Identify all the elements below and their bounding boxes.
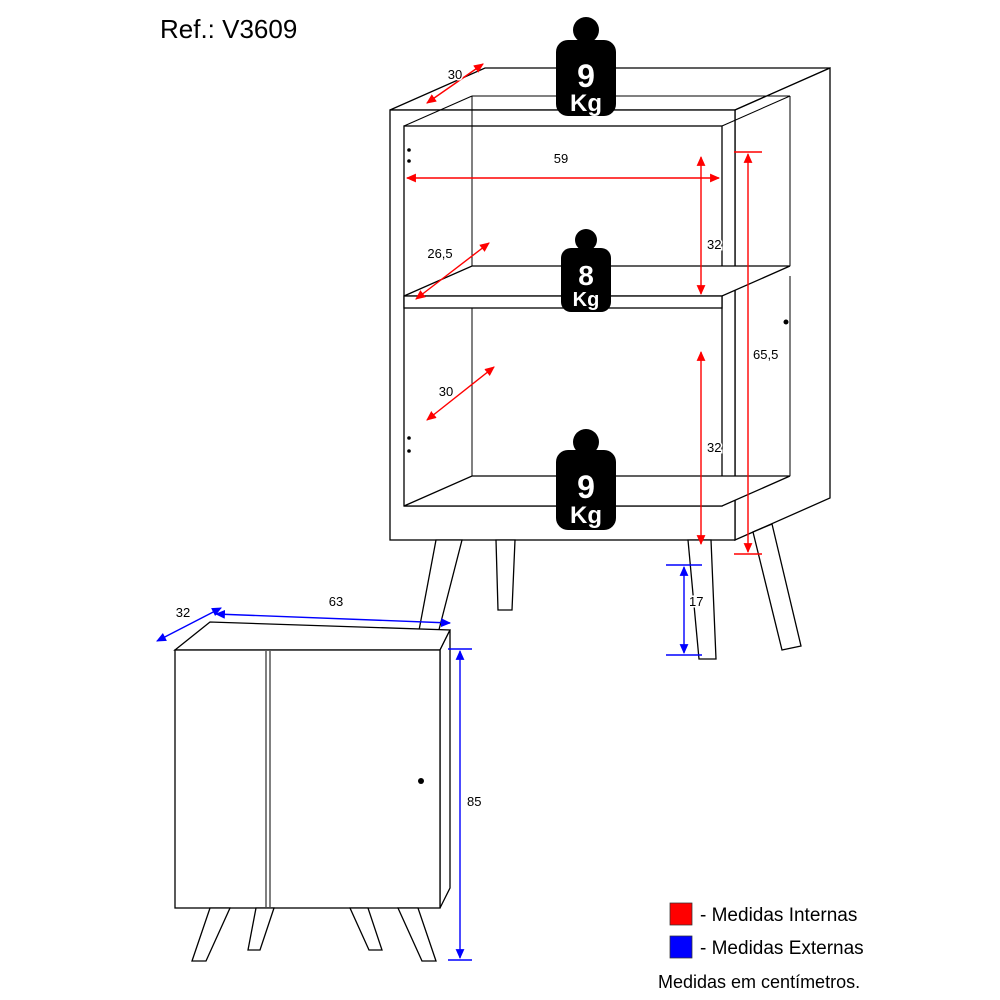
pin-hole-dot bbox=[407, 159, 411, 163]
leg-height-dimension: 17 bbox=[666, 564, 705, 656]
dim-external-depth: 32 bbox=[176, 605, 190, 620]
cabinet-leg bbox=[247, 907, 275, 951]
weight-unit: Kg bbox=[570, 90, 602, 117]
cabinet-legs bbox=[413, 523, 802, 660]
legend-units-note: Medidas em centímetros. bbox=[658, 972, 860, 992]
cabinet-leg bbox=[752, 523, 802, 651]
pin-hole-dot bbox=[407, 449, 411, 453]
cabinet-inner-opening bbox=[403, 125, 723, 507]
legend-external-swatch bbox=[669, 935, 693, 959]
weight-unit: Kg bbox=[570, 502, 602, 529]
dim-lower-height: 32 bbox=[707, 440, 721, 455]
dim-external-width: 63 bbox=[329, 594, 343, 609]
weight-icon-middle: 8 Kg bbox=[561, 229, 611, 312]
legend-internal-label: - Medidas Internas bbox=[700, 905, 857, 926]
dim-lower-depth: 30 bbox=[439, 384, 453, 399]
weight-icon-bottom: 9 Kg bbox=[556, 429, 616, 530]
cabinet-open-view bbox=[389, 67, 831, 660]
weight-unit: Kg bbox=[573, 289, 600, 311]
cabinet-leg bbox=[396, 907, 437, 962]
closed-cabinet-legs bbox=[191, 907, 437, 962]
legend-external-label: - Medidas Externas bbox=[700, 938, 864, 959]
weight-value: 9 bbox=[577, 469, 595, 505]
dim-leg-height: 17 bbox=[689, 594, 703, 609]
dim-shelf-depth: 26,5 bbox=[427, 246, 452, 261]
dim-top-depth: 30 bbox=[448, 67, 462, 82]
cabinet-side-face bbox=[734, 67, 831, 541]
cabinet-closed-view bbox=[173, 621, 452, 962]
weight-value: 9 bbox=[577, 58, 595, 94]
cabinet-leg bbox=[191, 907, 232, 962]
external-dimensions: 32 63 85 bbox=[156, 593, 483, 961]
legend-internal-swatch bbox=[669, 902, 693, 926]
dim-inner-width: 59 bbox=[554, 151, 568, 166]
closed-side-face bbox=[439, 629, 451, 909]
dim-upper-height: 32 bbox=[707, 237, 721, 252]
pin-hole-dot bbox=[407, 148, 411, 152]
weight-icon-top: 9 Kg bbox=[556, 17, 616, 117]
closed-front-doors bbox=[174, 649, 441, 909]
closed-top-face bbox=[173, 621, 452, 651]
cam-hole-dot bbox=[783, 319, 789, 325]
weight-value: 8 bbox=[578, 260, 594, 291]
pin-hole-dot bbox=[407, 436, 411, 440]
dim-external-height: 85 bbox=[467, 794, 481, 809]
dim-inner-height: 65,5 bbox=[753, 347, 778, 362]
internal-dimensions: 30 59 26,5 32 30 32 65,5 bbox=[405, 63, 780, 555]
weight-badges: 9 Kg 8 Kg 9 Kg bbox=[556, 17, 616, 530]
page-title: Ref.: V3609 bbox=[160, 14, 297, 44]
pin-holes bbox=[407, 148, 789, 453]
cabinet-leg bbox=[348, 907, 383, 951]
door-handle-dot bbox=[418, 778, 424, 784]
legend: - Medidas Internas - Medidas Externas Me… bbox=[658, 902, 864, 992]
cabinet-leg bbox=[495, 539, 516, 611]
